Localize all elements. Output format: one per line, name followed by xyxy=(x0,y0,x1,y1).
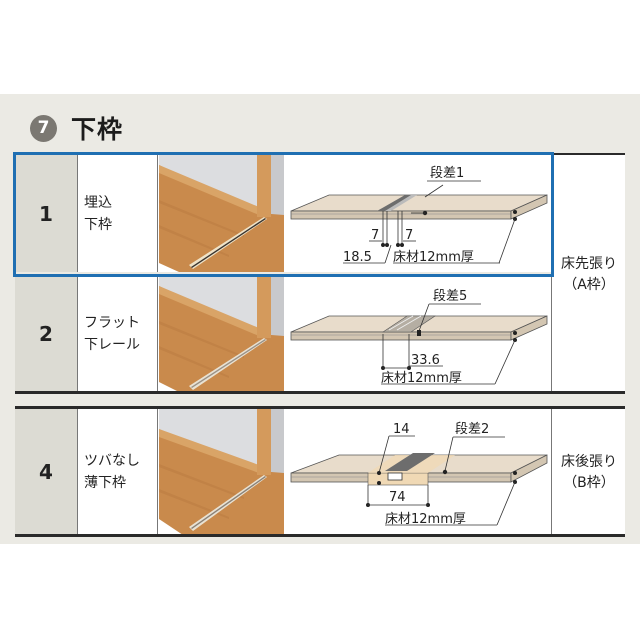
group-b-top-rule xyxy=(15,406,625,409)
group-cell-b xyxy=(552,409,625,535)
row-name-line-1: 埋込 xyxy=(84,194,112,211)
cross-section-diagram: 段差1 7 7 18.5 床材12mm厚 xyxy=(285,155,552,272)
dim-width: 74 xyxy=(389,490,406,505)
dim-left-b: 7 xyxy=(405,228,413,243)
step-label: 段差1 xyxy=(430,166,464,181)
table-row-2: 2 フラット 下レール xyxy=(15,276,625,392)
dim-width: 33.6 xyxy=(411,353,440,368)
group-label-b-line-1: 床後張り xyxy=(561,454,617,470)
step-label: 段差2 xyxy=(455,422,489,437)
floor-thickness-label: 床材12mm厚 xyxy=(381,371,462,386)
row-name-line-1: ツバなし xyxy=(84,453,140,469)
table-top-rule xyxy=(552,153,625,155)
row-name-line-2: 薄下枠 xyxy=(84,475,126,491)
group-label-b-line-2: （B枠） xyxy=(563,475,615,491)
row-number: 2 xyxy=(15,276,78,392)
group-label-b: 床後張り （B枠） xyxy=(539,452,639,494)
row-name-line-2: 下枠 xyxy=(84,216,112,233)
row-name: ツバなし 薄下枠 xyxy=(78,409,158,535)
cross-section-diagram: 段差5 33.6 床材12mm厚 xyxy=(285,276,552,392)
table-bottom-rule xyxy=(15,534,625,537)
row-name-line-1: フラット xyxy=(84,315,140,331)
row-name-line-2: 下レール xyxy=(84,337,140,353)
floor-thickness-label: 床材12mm厚 xyxy=(385,512,466,527)
room-photo xyxy=(159,409,284,535)
group-cell-a xyxy=(552,155,625,392)
row-number: 1 xyxy=(15,155,78,272)
room-photo xyxy=(159,276,284,392)
section-title: 下枠 xyxy=(71,115,124,144)
table-row-1: 1 埋込 下枠 xyxy=(15,155,625,272)
step-label: 段差5 xyxy=(433,289,467,304)
section-number-badge: 7 xyxy=(30,114,57,142)
row-number: 4 xyxy=(15,409,78,535)
cross-section-diagram: 14 段差2 74 床材12mm厚 xyxy=(285,409,552,535)
group-label-a-line-2: （A枠） xyxy=(563,277,615,293)
floor-thickness-label: 床材12mm厚 xyxy=(393,250,474,265)
group-label-a: 床先張り （A枠） xyxy=(539,254,639,296)
row-name: フラット 下レール xyxy=(78,276,158,392)
room-photo xyxy=(159,155,284,272)
row-name: 埋込 下枠 xyxy=(78,155,158,272)
dim-width: 18.5 xyxy=(343,250,372,265)
dim-left-a: 7 xyxy=(371,228,379,243)
section-heading: 7 下枠 xyxy=(30,112,123,144)
group-a-bottom-rule xyxy=(15,391,625,394)
dim-top: 14 xyxy=(393,422,410,437)
group-label-a-line-1: 床先張り xyxy=(561,256,617,272)
table-row-4: 4 ツバなし 薄下枠 14 xyxy=(15,409,625,535)
